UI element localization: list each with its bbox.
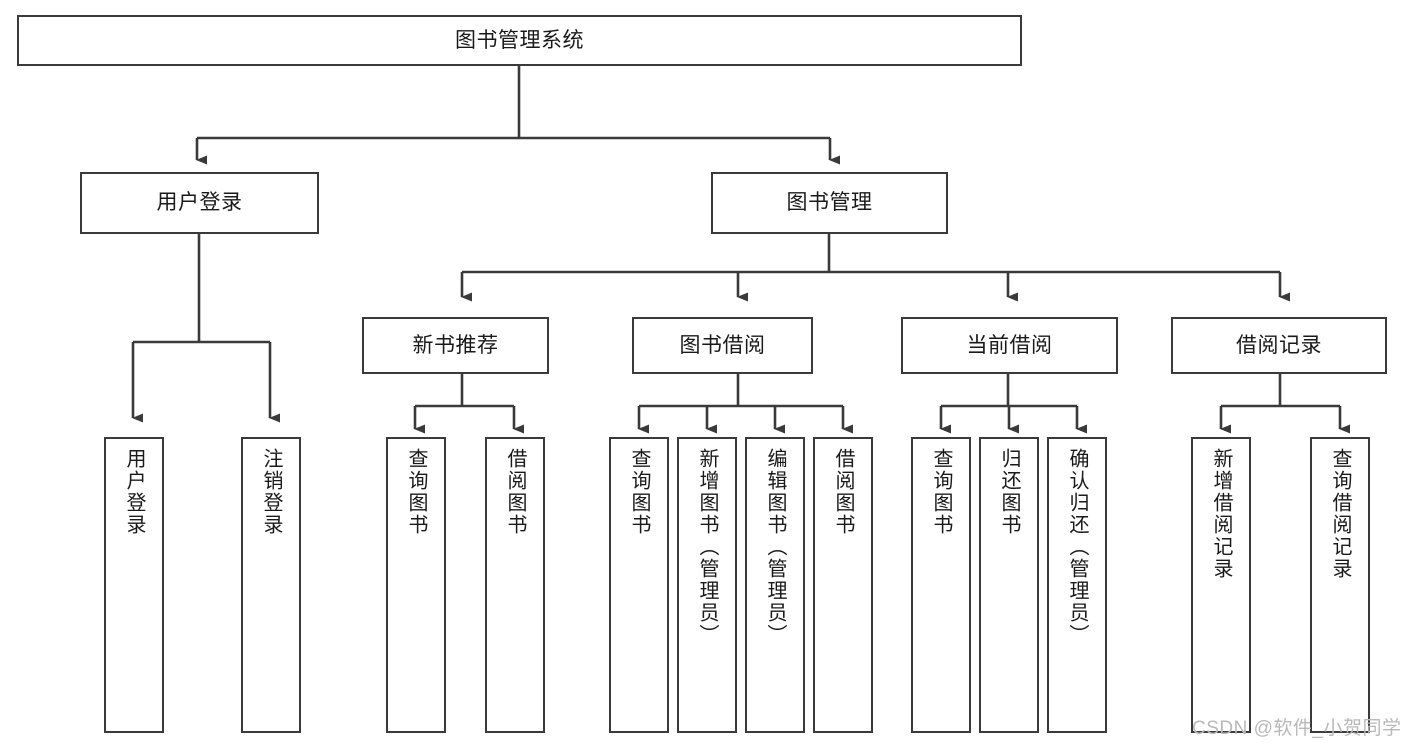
- node-label: 编辑图书（管理员）: [764, 448, 786, 646]
- leaf-query-book-current[interactable]: 查询图书: [911, 437, 971, 733]
- leaf-borrow-book[interactable]: 借阅图书: [813, 437, 873, 733]
- node-label: 新书推荐: [412, 333, 499, 357]
- leaf-user-logout[interactable]: 注销登录: [241, 437, 301, 733]
- leaf-borrow-book-recommend[interactable]: 借阅图书: [485, 437, 545, 733]
- node-label: 用户登录: [156, 191, 243, 215]
- node-label: 用户登录: [123, 448, 145, 536]
- leaf-add-borrow-record[interactable]: 新增借阅记录: [1191, 437, 1251, 733]
- node-label: 借阅图书: [504, 448, 526, 536]
- leaf-return-book[interactable]: 归还图书: [979, 437, 1039, 733]
- node-label: 查询图书: [930, 448, 952, 536]
- leaf-add-book[interactable]: 新增图书（管理员）: [677, 437, 737, 733]
- node-new-book-recommend[interactable]: 新书推荐: [362, 317, 549, 374]
- leaf-confirm-return[interactable]: 确认归还（管理员）: [1047, 437, 1107, 733]
- leaf-query-book-borrow[interactable]: 查询图书: [609, 437, 669, 733]
- node-label: 图书管理: [786, 191, 873, 215]
- node-label: 确认归还（管理员）: [1066, 448, 1088, 646]
- leaf-query-borrow-record[interactable]: 查询借阅记录: [1310, 437, 1370, 733]
- node-label: 查询图书: [405, 448, 427, 536]
- node-label: 图书管理系统: [455, 28, 584, 52]
- node-label: 图书借阅: [679, 333, 766, 357]
- node-label: 归还图书: [998, 448, 1020, 536]
- leaf-query-book-recommend[interactable]: 查询图书: [386, 437, 446, 733]
- leaf-edit-book[interactable]: 编辑图书（管理员）: [745, 437, 805, 733]
- node-label: 新增图书（管理员）: [696, 448, 718, 646]
- node-borrow-record[interactable]: 借阅记录: [1171, 317, 1387, 374]
- node-label: 新增借阅记录: [1210, 448, 1232, 580]
- node-label: 查询借阅记录: [1329, 448, 1351, 580]
- node-book-borrow[interactable]: 图书借阅: [632, 317, 813, 374]
- node-current-borrow[interactable]: 当前借阅: [901, 317, 1118, 374]
- node-book-manage[interactable]: 图书管理: [711, 172, 948, 234]
- leaf-user-login[interactable]: 用户登录: [104, 437, 164, 733]
- node-root-system[interactable]: 图书管理系统: [17, 15, 1022, 66]
- node-user-login[interactable]: 用户登录: [80, 172, 319, 234]
- node-label: 当前借阅: [966, 333, 1053, 357]
- node-label: 查询图书: [628, 448, 650, 536]
- node-label: 注销登录: [260, 448, 282, 536]
- node-label: 借阅记录: [1236, 333, 1322, 357]
- node-label: 借阅图书: [832, 448, 854, 536]
